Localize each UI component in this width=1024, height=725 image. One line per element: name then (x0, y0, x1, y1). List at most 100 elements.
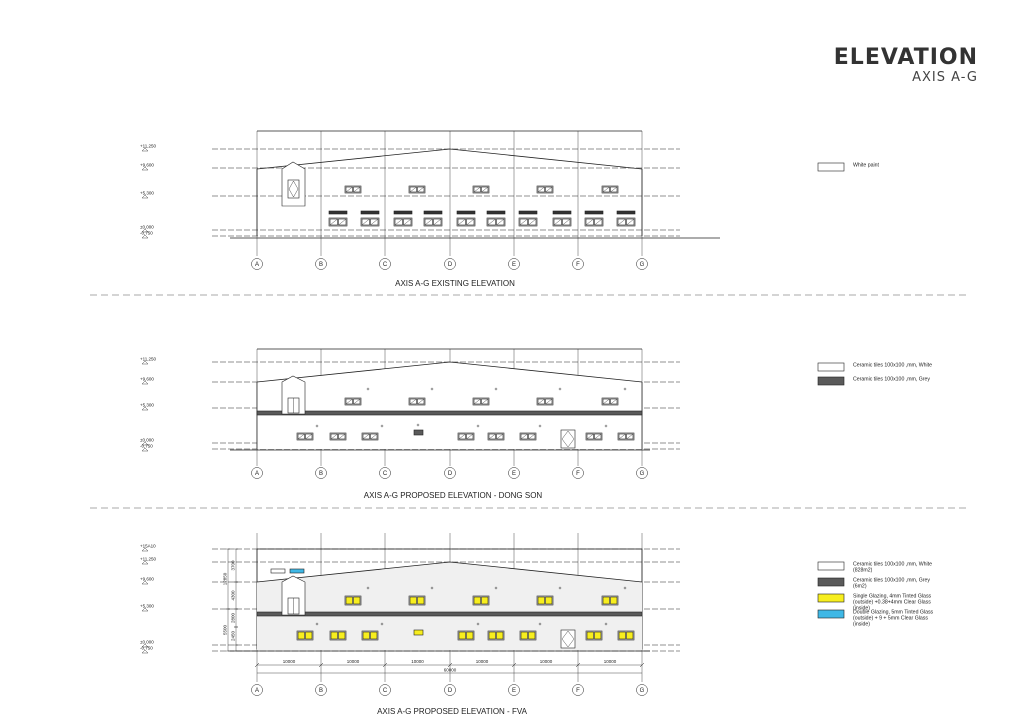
window-frame (408, 397, 426, 406)
height-dimension: 12850 (223, 572, 228, 585)
grey-tile-band (256, 410, 643, 416)
grid-bubble (636, 258, 648, 270)
level-label: +9,600 (140, 577, 154, 582)
wall-light (494, 586, 498, 590)
grid-label-g: G (640, 262, 645, 268)
upper-window (601, 185, 619, 194)
window-pane (417, 596, 425, 605)
glazing-hatch (562, 218, 571, 226)
level-marker (141, 441, 149, 446)
legend-label: Single Glazing, 4mm Tinted Glass(outside… (853, 594, 932, 612)
level-marker (141, 380, 149, 385)
lower-window (361, 630, 379, 641)
upper-window (472, 595, 490, 606)
window-frame (601, 185, 619, 194)
window-head (616, 210, 636, 215)
window-pane (473, 596, 481, 605)
level-marker (141, 166, 149, 171)
window-frame (408, 595, 426, 606)
wall-light (623, 387, 627, 391)
span-dimension: 10000 (476, 659, 489, 664)
level-label: +11,250 (140, 357, 157, 362)
span-dimension: 10000 (604, 659, 617, 664)
legend-swatch (817, 577, 845, 587)
level-marker (141, 649, 149, 654)
window-frame (601, 397, 619, 406)
dimension-tick (447, 662, 453, 668)
glazing-hatch (338, 218, 347, 226)
lower-window (617, 630, 635, 641)
grid-bubble (508, 684, 520, 696)
wall-light (476, 424, 480, 428)
facade-fill (257, 362, 642, 449)
window-head (552, 210, 572, 215)
upper-window (344, 595, 362, 606)
wall-light (430, 586, 434, 590)
window-frame (616, 217, 636, 227)
lower-window (296, 630, 314, 641)
window-pane (610, 596, 618, 605)
vent-grille (413, 429, 424, 436)
height-dimension: 3700 (231, 560, 236, 571)
lower-window (360, 210, 380, 227)
window-pane (488, 631, 496, 640)
grid-bubble (444, 467, 456, 479)
window-frame (585, 630, 603, 641)
glazing-hatch (403, 218, 412, 226)
glazing-hatch (424, 218, 433, 226)
glazing-hatch (626, 433, 634, 440)
dimension-tick (318, 662, 324, 668)
level-marker (141, 194, 149, 199)
level-marker (141, 147, 149, 152)
lower-window (584, 210, 604, 227)
wall-light (558, 387, 562, 391)
grid-bubble (508, 258, 520, 270)
grid-bubble (444, 684, 456, 696)
window-pane (330, 631, 338, 640)
glazing-hatch (466, 218, 475, 226)
grid-bubble (636, 467, 648, 479)
glazing-hatch (353, 186, 361, 193)
grid-label-b: B (319, 471, 323, 477)
glazing-hatch (626, 218, 635, 226)
span-dimension: 10000 (540, 659, 553, 664)
window-pane (305, 631, 313, 640)
lower-window (519, 432, 537, 441)
grid-label-g: G (640, 471, 645, 477)
level-marker (141, 234, 149, 239)
window-frame (536, 397, 554, 406)
grey-tile-band (256, 611, 643, 617)
grid-bubble (315, 684, 327, 696)
legend-label: Ceramic tiles 100x100 ,mm, White (853, 363, 932, 369)
side-door (560, 429, 576, 449)
lower-window (616, 210, 636, 227)
legend-swatch (817, 593, 845, 603)
window-frame (393, 217, 413, 227)
upper-window (344, 185, 362, 194)
height-dimension: 2800 (231, 612, 236, 623)
wall-light (494, 387, 498, 391)
glazing-hatch (394, 218, 403, 226)
tower-window-mark (288, 180, 299, 198)
glazing-hatch (330, 433, 338, 440)
level-label: +11,250 (140, 557, 157, 562)
grid-bubble (251, 684, 263, 696)
upper-window (536, 397, 554, 406)
window-sash (456, 217, 476, 227)
window-frame (585, 432, 603, 441)
stair-tower (281, 161, 306, 207)
lower-window (393, 210, 413, 227)
grid-bubble (572, 684, 584, 696)
level-label: ±0,000 (140, 640, 154, 645)
glazing-hatch (361, 218, 370, 226)
level-label: +9,600 (140, 377, 154, 382)
window-pane (362, 631, 370, 640)
window-frame (472, 185, 490, 194)
grid-bubble (379, 684, 391, 696)
level-marker (141, 607, 149, 612)
lower-window (456, 210, 476, 227)
grid-label-d: D (448, 262, 453, 268)
top-window-white (270, 568, 286, 574)
window-pane (338, 631, 346, 640)
